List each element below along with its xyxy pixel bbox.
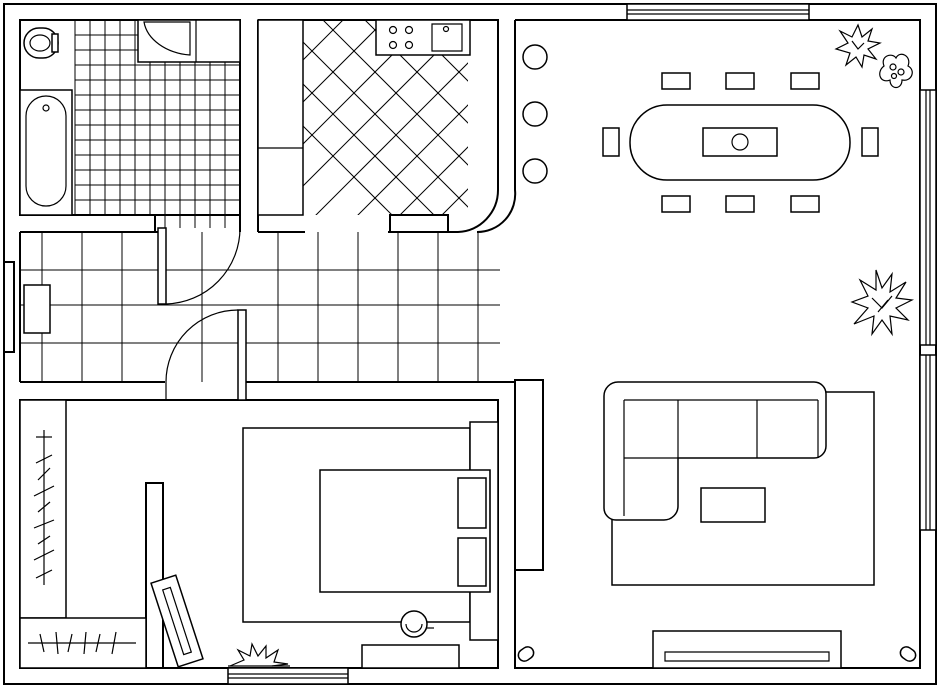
desk-icon <box>151 575 203 667</box>
bathroom-door <box>158 228 240 304</box>
plant-icon <box>880 54 913 87</box>
pillow-icon <box>458 478 486 586</box>
corner-stools <box>516 644 918 663</box>
sink-icon <box>432 24 462 51</box>
lamp-icon <box>401 611 434 637</box>
hallway-floor-tiles <box>20 232 500 382</box>
shoe-cabinet <box>24 285 50 333</box>
window-top <box>627 4 809 20</box>
toilet-icon <box>24 28 58 58</box>
bed-icon <box>243 422 498 640</box>
wardrobe-icon <box>20 400 146 668</box>
nightstand-icon <box>362 645 459 668</box>
doors <box>158 228 246 400</box>
stove-icon <box>390 27 413 49</box>
plant-icon <box>228 644 290 666</box>
dining-table-icon <box>630 105 850 180</box>
tv-stand-icon <box>653 631 841 668</box>
windows <box>228 4 936 684</box>
plant-icon <box>836 25 880 67</box>
shower-icon <box>138 20 240 62</box>
window-right-lower <box>920 355 936 530</box>
dining-chair-icon <box>603 73 878 212</box>
bedroom-door <box>166 310 246 400</box>
plant-icon <box>852 270 912 334</box>
kitchen-floor-tiles <box>303 0 503 354</box>
window-right-upper <box>920 90 936 345</box>
kitchen-counter <box>258 20 470 215</box>
sofa-icon <box>604 382 826 520</box>
round-stools <box>523 45 547 183</box>
window-bottom <box>228 668 348 684</box>
coffee-table-icon <box>701 488 765 522</box>
bathtub-icon <box>20 90 72 215</box>
